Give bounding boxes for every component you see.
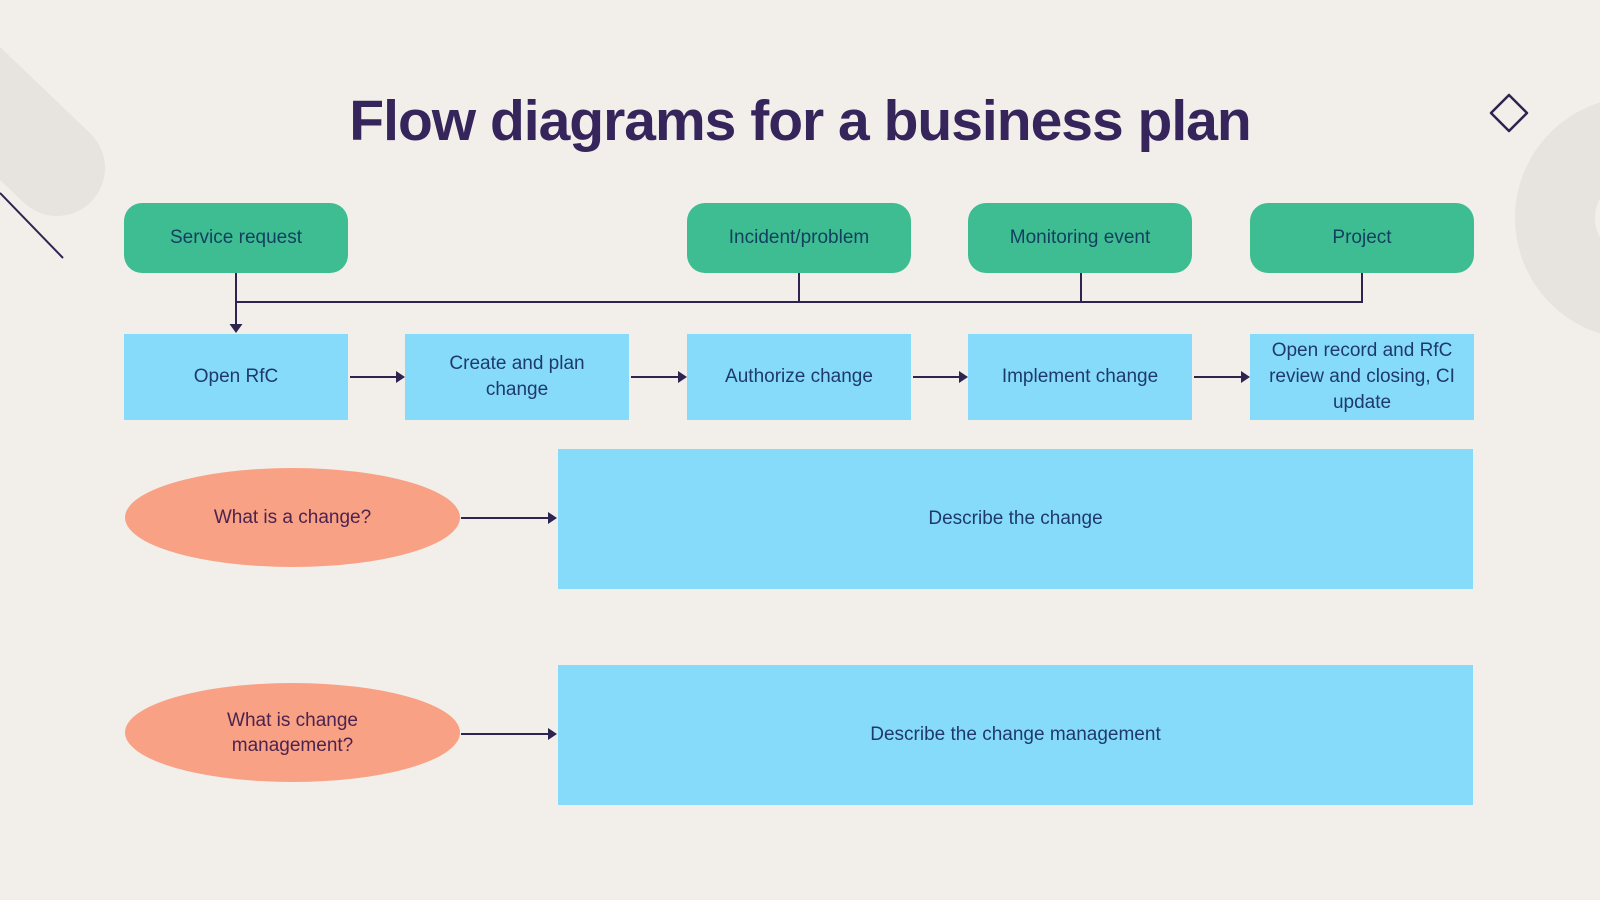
decor-ring-shape [1515, 102, 1600, 334]
process-node-authorize-change: Authorize change [687, 334, 911, 420]
answer-label: Describe the change [928, 508, 1103, 529]
arrow-right-icon [396, 371, 405, 383]
trigger-label: Project [1332, 227, 1392, 248]
trigger-label: Service request [169, 227, 302, 248]
decor-diagonal-line [0, 192, 64, 259]
process-node-open-record-review: Open record and RfC review and closing, … [1250, 334, 1474, 420]
process-label: Authorize change [725, 366, 873, 387]
answer-box-describe-change-management: Describe the change management [558, 665, 1473, 805]
trigger-node-service-request: Service request [124, 203, 348, 273]
trigger-label: Incident/problem [728, 227, 870, 248]
process-label: Implement change [1001, 366, 1159, 387]
question-label: What is a change? [213, 507, 372, 528]
arrow-down-icon [229, 324, 243, 333]
process-node-implement-change: Implement change [968, 334, 1192, 420]
trigger-label: Monitoring event [1009, 227, 1151, 248]
process-label: Create and plan change [449, 353, 585, 400]
arrow-right-icon [548, 728, 557, 740]
arrow-right-icon [678, 371, 687, 383]
process-node-open-rfc: Open RfC [124, 334, 348, 420]
trigger-node-monitoring-event: Monitoring event [968, 203, 1192, 273]
arrow-right-icon [548, 512, 557, 524]
process-node-create-plan-change: Create and plan change [405, 334, 629, 420]
question-ellipse-what-is-change-management: What is change management? [125, 683, 460, 782]
arrow-right-icon [1241, 371, 1250, 383]
page-title: Flow diagrams for a business plan [349, 89, 1251, 153]
trigger-node-project: Project [1250, 203, 1474, 273]
process-label: Open record and RfC review and closing, … [1269, 340, 1455, 413]
answer-box-describe-change: Describe the change [558, 449, 1473, 589]
process-label: Open RfC [193, 366, 279, 387]
decor-capsule-shape [0, 46, 105, 216]
decor-diamond-icon [1489, 93, 1529, 133]
question-ellipse-what-is-a-change: What is a change? [125, 468, 460, 567]
trigger-node-incident-problem: Incident/problem [687, 203, 911, 273]
question-label: What is change management? [227, 709, 358, 756]
arrow-right-icon [959, 371, 968, 383]
answer-label: Describe the change management [870, 724, 1161, 745]
